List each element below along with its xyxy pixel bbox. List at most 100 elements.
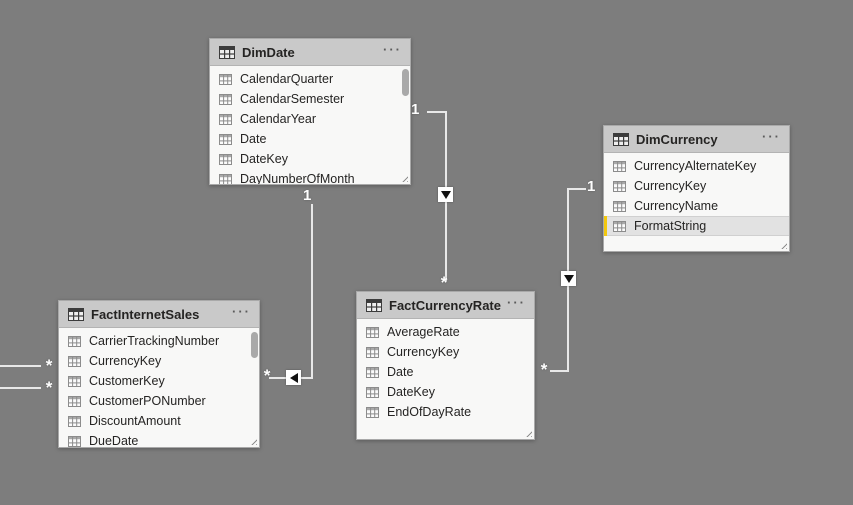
field-label: CurrencyKey <box>89 354 162 368</box>
field-row[interactable]: DateKey <box>357 382 534 402</box>
table-card-header[interactable]: FactCurrencyRate ··· <box>357 292 534 319</box>
scrollbar-thumb[interactable] <box>251 332 258 358</box>
relationship-line[interactable] <box>0 387 41 389</box>
field-label: CalendarQuarter <box>240 72 334 86</box>
relationship-line[interactable] <box>0 365 41 367</box>
resize-handle[interactable] <box>400 174 408 182</box>
field-row[interactable]: FormatString <box>604 216 789 236</box>
column-grid-icon <box>613 160 626 172</box>
field-label: Date <box>240 132 267 146</box>
relationship-line[interactable] <box>550 370 569 372</box>
field-row[interactable]: CustomerKey <box>59 371 259 391</box>
field-row[interactable]: CurrencyName <box>604 196 789 216</box>
more-options-button[interactable]: ··· <box>762 129 781 144</box>
more-options-button[interactable]: ··· <box>383 42 402 57</box>
field-label: CalendarYear <box>240 112 316 126</box>
field-row[interactable]: EndOfDayRate <box>357 402 534 422</box>
cardinality-one-label: 1 <box>587 178 596 195</box>
field-row[interactable]: CalendarQuarter <box>210 69 410 89</box>
column-grid-icon <box>219 133 232 145</box>
column-grid-icon <box>219 153 232 165</box>
field-row[interactable]: CarrierTrackingNumber <box>59 331 259 351</box>
field-label: DueDate <box>89 434 139 448</box>
field-row[interactable]: DateKey <box>210 149 410 169</box>
field-row[interactable]: CurrencyKey <box>59 351 259 371</box>
column-grid-icon <box>366 406 379 418</box>
field-row[interactable]: CurrencyAlternateKey <box>604 156 789 176</box>
table-card-header[interactable]: DimCurrency ··· <box>604 126 789 153</box>
table-card-header[interactable]: DimDate ··· <box>210 39 410 66</box>
cardinality-one-label: 1 <box>303 187 312 204</box>
column-grid-icon <box>68 375 81 387</box>
more-options-button[interactable]: ··· <box>232 304 251 319</box>
field-row[interactable]: DueDate <box>59 431 259 448</box>
column-grid-icon <box>613 180 626 192</box>
table-field-list: CalendarQuarter CalendarSemester Calenda… <box>210 66 410 185</box>
resize-handle[interactable] <box>524 429 532 437</box>
table-title: DimCurrency <box>636 131 718 147</box>
cardinality-many-label: * <box>263 366 271 385</box>
resize-handle[interactable] <box>779 241 787 249</box>
field-label: CurrencyKey <box>387 345 460 359</box>
field-label: CustomerPONumber <box>89 394 206 408</box>
relationship-line[interactable] <box>311 204 313 378</box>
field-row[interactable]: DayNumberOfMonth <box>210 169 410 185</box>
column-grid-icon <box>219 73 232 85</box>
field-label: AverageRate <box>387 325 460 339</box>
table-icon <box>219 45 235 59</box>
column-grid-icon <box>68 395 81 407</box>
field-label: CurrencyAlternateKey <box>634 159 757 173</box>
column-grid-icon <box>68 435 81 447</box>
column-grid-icon <box>613 220 626 232</box>
column-grid-icon <box>219 173 232 184</box>
table-card-dimcurrency[interactable]: DimCurrency ··· CurrencyAlternateKey Cur… <box>603 125 790 252</box>
cardinality-many-label: * <box>45 356 53 375</box>
field-row[interactable]: Date <box>210 129 410 149</box>
field-label: CalendarSemester <box>240 92 345 106</box>
column-grid-icon <box>219 113 232 125</box>
table-field-list: CarrierTrackingNumber CurrencyKey Custom… <box>59 328 259 448</box>
table-card-header[interactable]: FactInternetSales ··· <box>59 301 259 328</box>
table-icon <box>68 307 84 321</box>
scrollbar-thumb[interactable] <box>402 69 409 96</box>
column-grid-icon <box>219 93 232 105</box>
table-card-dimdate[interactable]: DimDate ··· CalendarQuarter CalendarSeme… <box>209 38 411 185</box>
field-label: DayNumberOfMonth <box>240 172 355 185</box>
cross-filter-arrow-down[interactable] <box>561 271 576 286</box>
column-grid-icon <box>613 200 626 212</box>
column-grid-icon <box>68 415 81 427</box>
field-row[interactable]: AverageRate <box>357 322 534 342</box>
column-grid-icon <box>366 326 379 338</box>
cross-filter-arrow-down[interactable] <box>438 187 453 202</box>
relationship-line[interactable] <box>427 111 447 113</box>
table-card-factcurrencyrate[interactable]: FactCurrencyRate ··· AverageRate Currenc… <box>356 291 535 440</box>
cross-filter-arrow-left[interactable] <box>286 370 301 385</box>
table-field-list: AverageRate CurrencyKey Date DateKey <box>357 319 534 422</box>
table-title: FactInternetSales <box>91 306 200 322</box>
field-label: EndOfDayRate <box>387 405 472 419</box>
field-label: FormatString <box>634 219 707 233</box>
field-row[interactable]: CalendarSemester <box>210 89 410 109</box>
table-field-list: CurrencyAlternateKey CurrencyKey Currenc… <box>604 153 789 236</box>
table-card-factinternetsales[interactable]: FactInternetSales ··· CarrierTrackingNum… <box>58 300 260 448</box>
column-grid-icon <box>68 355 81 367</box>
field-row[interactable]: Date <box>357 362 534 382</box>
relationship-line[interactable] <box>568 188 586 190</box>
cardinality-one-label: 1 <box>411 101 420 118</box>
resize-handle[interactable] <box>249 437 257 445</box>
more-options-button[interactable]: ··· <box>507 295 526 310</box>
field-label: DateKey <box>387 385 435 399</box>
field-label: DateKey <box>240 152 288 166</box>
column-grid-icon <box>366 346 379 358</box>
field-row[interactable]: CalendarYear <box>210 109 410 129</box>
field-row[interactable]: CurrencyKey <box>604 176 789 196</box>
field-row[interactable]: DiscountAmount <box>59 411 259 431</box>
field-label: CustomerKey <box>89 374 165 388</box>
table-icon <box>613 132 629 146</box>
field-row[interactable]: CurrencyKey <box>357 342 534 362</box>
column-grid-icon <box>366 366 379 378</box>
field-label: CurrencyKey <box>634 179 707 193</box>
table-title: FactCurrencyRate <box>389 297 501 313</box>
field-row[interactable]: CustomerPONumber <box>59 391 259 411</box>
